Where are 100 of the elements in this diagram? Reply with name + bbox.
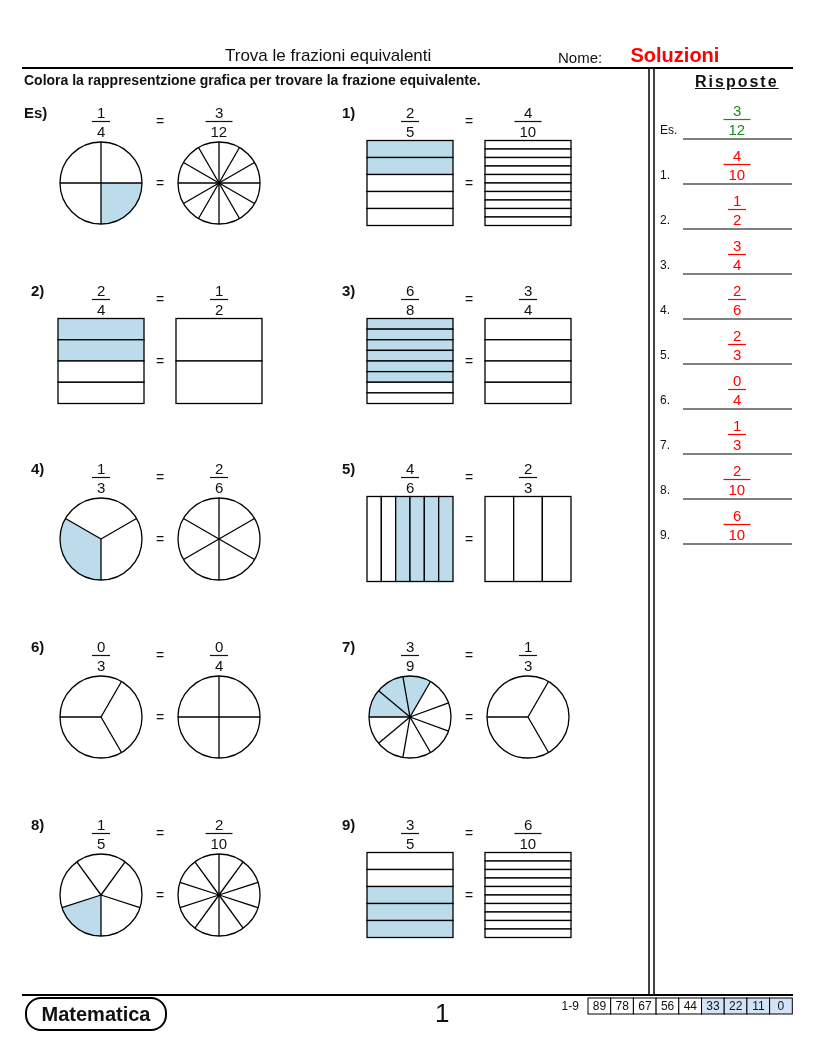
fraction-numerator: 2 bbox=[406, 104, 415, 120]
fraction-numerator: 1 bbox=[215, 282, 224, 298]
fraction-denominator: 10 bbox=[728, 526, 746, 542]
fraction-denominator: 5 bbox=[406, 123, 415, 139]
equals-sign: = bbox=[465, 470, 474, 484]
fraction-numerator: 3 bbox=[733, 102, 742, 118]
equals-sign: = bbox=[465, 114, 474, 128]
equals-sign: = bbox=[465, 648, 474, 662]
score-value: 78 bbox=[615, 1000, 629, 1012]
fraction-numerator: 2 bbox=[733, 327, 742, 343]
fraction-numerator: 1 bbox=[97, 816, 106, 832]
fraction-denominator: 3 bbox=[524, 479, 533, 495]
fraction-numerator: 4 bbox=[733, 147, 742, 163]
fraction-numerator: 2 bbox=[733, 282, 742, 298]
fraction-numerator: 1 bbox=[97, 460, 106, 476]
equals-sign: = bbox=[156, 292, 165, 306]
problem-number: 2) bbox=[31, 282, 45, 298]
fraction-denominator: 10 bbox=[519, 123, 537, 139]
subject-badge: Matematica bbox=[25, 997, 167, 1031]
problem-number: 5) bbox=[342, 460, 356, 476]
answer-number: 1. bbox=[660, 169, 670, 181]
problem-number: 4) bbox=[31, 460, 45, 476]
equals-sign: = bbox=[465, 826, 474, 840]
equals-sign: = bbox=[156, 354, 165, 368]
fraction-numerator: 2 bbox=[733, 462, 742, 478]
fraction-numerator: 3 bbox=[406, 816, 415, 832]
equals-sign: = bbox=[465, 354, 474, 368]
equals-sign: = bbox=[156, 114, 165, 128]
equals-sign: = bbox=[156, 710, 165, 724]
problem-number: 7) bbox=[342, 638, 356, 654]
fraction-numerator: 1 bbox=[97, 104, 106, 120]
fraction-numerator: 6 bbox=[406, 282, 415, 298]
score-value: 56 bbox=[660, 1000, 675, 1012]
fraction-denominator: 12 bbox=[210, 123, 228, 139]
answer-number: 6. bbox=[660, 394, 670, 406]
equals-sign: = bbox=[465, 176, 474, 190]
equals-sign: = bbox=[465, 888, 474, 902]
worksheet-title: Trova le frazioni equivalenti bbox=[225, 46, 432, 64]
fraction-denominator: 8 bbox=[406, 301, 415, 317]
score-value: 89 bbox=[592, 1000, 607, 1012]
answer-number: 9. bbox=[660, 529, 670, 541]
page-number: 1 bbox=[435, 1000, 450, 1026]
fraction-numerator: 0 bbox=[733, 372, 742, 388]
fraction-denominator: 3 bbox=[97, 479, 106, 495]
fraction-numerator: 2 bbox=[215, 816, 224, 832]
fraction-numerator: 2 bbox=[215, 460, 224, 476]
answer-number: Es. bbox=[660, 124, 678, 136]
equals-sign: = bbox=[465, 532, 474, 546]
fraction-numerator: 3 bbox=[215, 104, 224, 120]
score-value: 0 bbox=[777, 1000, 785, 1012]
fraction-denominator: 3 bbox=[733, 346, 742, 362]
fraction-denominator: 10 bbox=[728, 481, 746, 497]
fraction-numerator: 1 bbox=[524, 638, 533, 654]
fraction-numerator: 4 bbox=[406, 460, 415, 476]
problem-number: 9) bbox=[342, 816, 356, 832]
name-label: Nome: bbox=[558, 49, 603, 65]
answers-heading: Risposte bbox=[695, 74, 779, 90]
fraction-denominator: 6 bbox=[733, 301, 742, 317]
instructions: Colora la rappresentzione grafica per trovare la frazione equivalente. bbox=[24, 73, 481, 87]
fraction-denominator: 4 bbox=[97, 123, 106, 139]
equals-sign: = bbox=[465, 710, 474, 724]
fraction-numerator: 4 bbox=[524, 104, 533, 120]
fraction-numerator: 1 bbox=[733, 192, 742, 208]
answer-number: 5. bbox=[660, 349, 670, 361]
equals-sign: = bbox=[465, 292, 474, 306]
fraction-denominator: 5 bbox=[406, 835, 415, 851]
fraction-denominator: 5 bbox=[97, 835, 106, 851]
fraction-denominator: 3 bbox=[97, 657, 106, 673]
equals-sign: = bbox=[156, 826, 165, 840]
problem-number: Es) bbox=[24, 104, 48, 120]
answer-number: 4. bbox=[660, 304, 670, 316]
score-value: 67 bbox=[638, 1000, 652, 1012]
fraction-numerator: 2 bbox=[524, 460, 533, 476]
fraction-numerator: 2 bbox=[97, 282, 106, 298]
fraction-denominator: 6 bbox=[215, 479, 224, 495]
fraction-numerator: 3 bbox=[406, 638, 415, 654]
fraction-denominator: 10 bbox=[519, 835, 537, 851]
equals-sign: = bbox=[156, 648, 165, 662]
fraction-denominator: 4 bbox=[215, 657, 224, 673]
problem-number: 8) bbox=[31, 816, 45, 832]
fraction-numerator: 1 bbox=[733, 417, 742, 433]
fraction-numerator: 3 bbox=[733, 237, 742, 253]
score-value: 11 bbox=[752, 1000, 765, 1012]
score-range: 1-9 bbox=[561, 1000, 579, 1012]
score-value: 33 bbox=[706, 1000, 720, 1012]
answer-number: 2. bbox=[660, 214, 670, 226]
fraction-numerator: 6 bbox=[733, 507, 742, 523]
problem-number: 6) bbox=[31, 638, 45, 654]
equals-sign: = bbox=[156, 532, 165, 546]
fraction-numerator: 0 bbox=[97, 638, 106, 654]
fraction-denominator: 2 bbox=[733, 211, 742, 227]
fraction-numerator: 3 bbox=[524, 282, 533, 298]
fraction-denominator: 3 bbox=[524, 657, 533, 673]
equals-sign: = bbox=[156, 176, 165, 190]
fraction-denominator: 6 bbox=[406, 479, 415, 495]
fraction-denominator: 4 bbox=[97, 301, 106, 317]
answer-number: 3. bbox=[660, 259, 670, 271]
fraction-denominator: 4 bbox=[733, 256, 742, 272]
problem-number: 3) bbox=[342, 282, 356, 298]
fraction-numerator: 0 bbox=[215, 638, 224, 654]
